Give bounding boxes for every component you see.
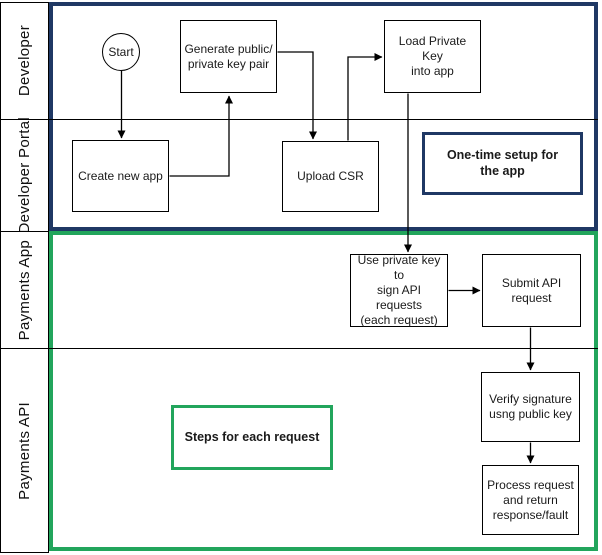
steps-for-each-request-note: Steps for each request bbox=[171, 405, 333, 470]
one-time-setup-frame bbox=[49, 2, 598, 231]
submit-api-request-node: Submit API request bbox=[482, 254, 581, 327]
create-new-app-node: Create new app bbox=[72, 140, 169, 212]
verify-signature-node: Verify signature usng public key bbox=[481, 372, 580, 442]
generate-key-pair-node: Generate public/ private key pair bbox=[180, 20, 277, 93]
lane-divider-payments-api bbox=[0, 348, 598, 349]
lane-label-payments-app: Payments App bbox=[16, 239, 33, 341]
lane-label-developer-portal: Developer Portal bbox=[16, 117, 33, 234]
lane-divider-developer-portal bbox=[0, 119, 598, 120]
lane-label-payments-api: Payments API bbox=[16, 401, 33, 500]
lane-payments-api: Payments API bbox=[0, 348, 49, 553]
lane-developer: Developer bbox=[0, 2, 49, 120]
start-node: Start bbox=[102, 33, 140, 71]
lane-developer-portal: Developer Portal bbox=[0, 117, 49, 234]
per-request-frame bbox=[49, 231, 598, 551]
sign-api-requests-node: Use private key to sign API requests (ea… bbox=[350, 253, 448, 327]
one-time-setup-note: One-time setup for the app bbox=[422, 132, 583, 195]
load-private-key-node: Load Private Key into app bbox=[384, 20, 481, 93]
lane-label-developer: Developer bbox=[16, 25, 33, 97]
upload-csr-node: Upload CSR bbox=[282, 141, 379, 212]
lane-payments-app: Payments App bbox=[0, 231, 49, 349]
process-request-node: Process request and return response/faul… bbox=[482, 465, 579, 535]
